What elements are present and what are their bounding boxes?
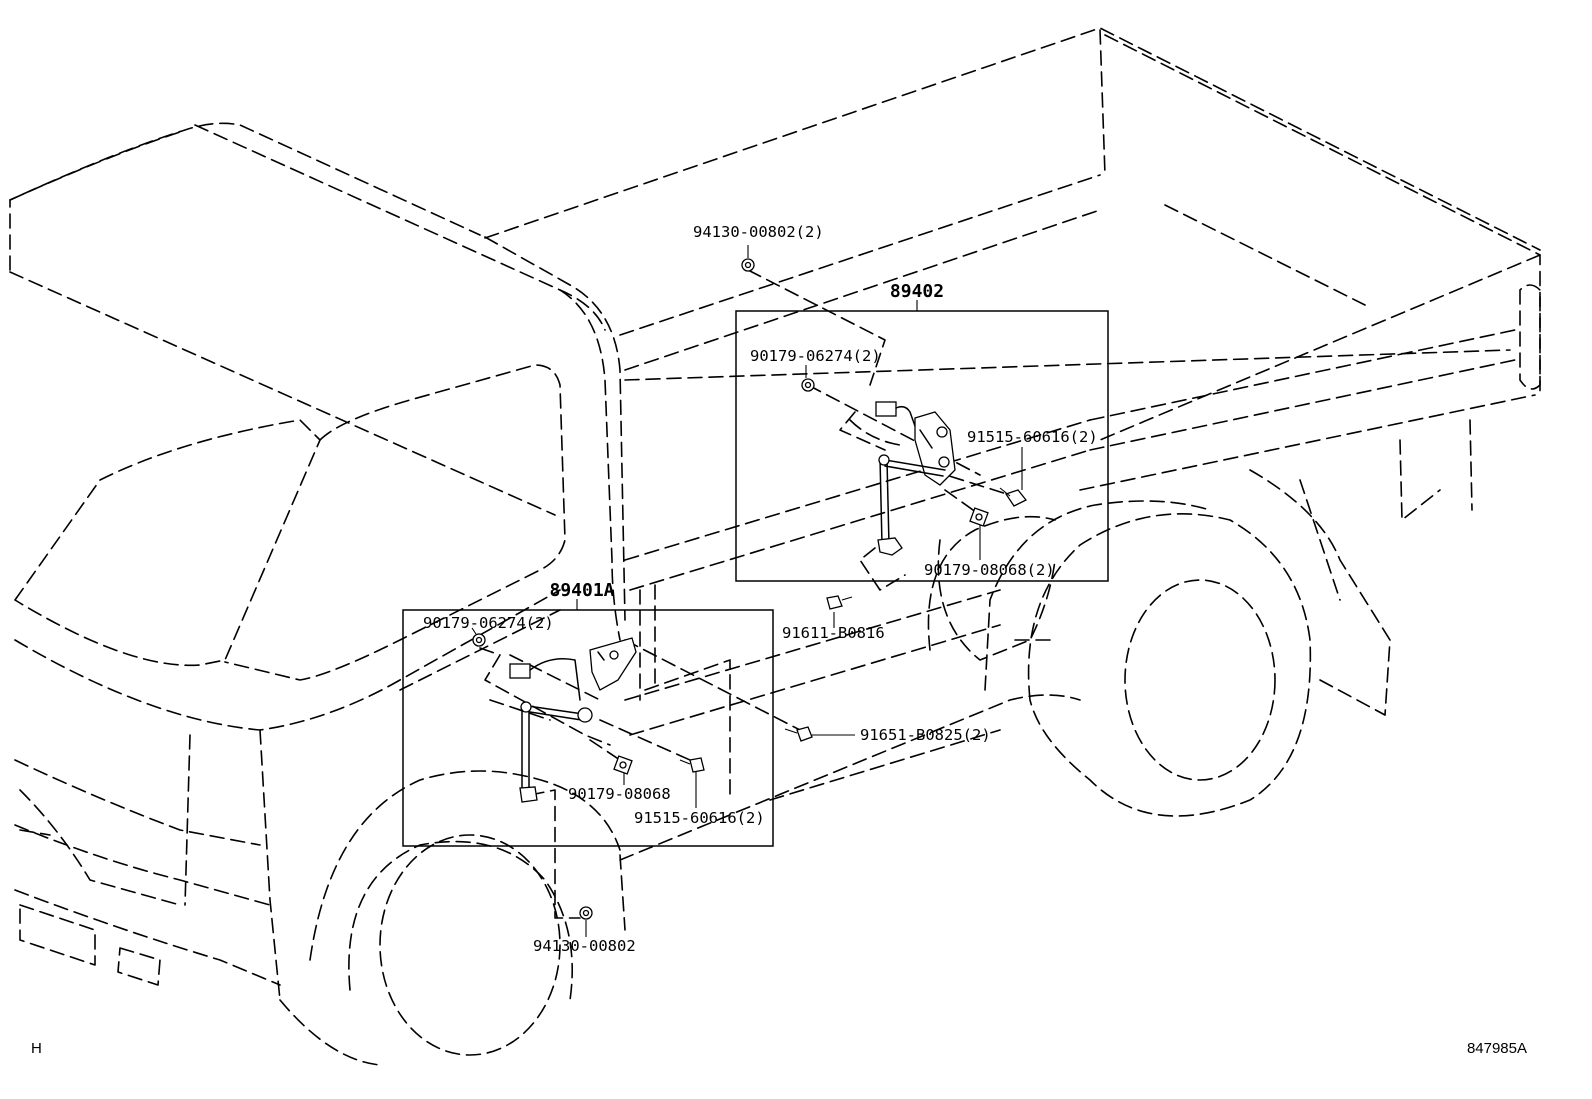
nut-icon xyxy=(579,906,593,937)
callout-94130-00802-rear: 94130-00802(2) xyxy=(693,223,824,241)
truck-outline-icon xyxy=(9,27,1541,1066)
callout-90179-06274-rear: 90179-06274(2) xyxy=(750,347,881,365)
front-assembly-box: 89401A xyxy=(402,580,774,847)
callout-91651-B0825: 91651-B0825(2) xyxy=(860,726,991,744)
callout-91611-B0816: 91611-B0816 xyxy=(782,624,885,642)
rear-assembly-box: 89402 xyxy=(735,281,1109,582)
nut-icon xyxy=(969,507,989,560)
diagram-id: 847985A xyxy=(1467,1040,1527,1057)
clip-icon xyxy=(801,365,815,392)
bolt-icon xyxy=(679,757,705,808)
front-assembly-number: 89401A xyxy=(549,580,614,601)
bolt-icon xyxy=(784,726,855,742)
fasteners xyxy=(471,245,1028,937)
rear-assembly-number: 89402 xyxy=(890,281,944,302)
callout-91515-60616-front: 91515-60616(2) xyxy=(634,809,765,827)
height-control-sensor-icon xyxy=(747,269,1011,591)
nut-icon xyxy=(741,245,755,272)
bolt-icon xyxy=(999,447,1028,507)
callout-90179-06274-front: 90179-06274(2) xyxy=(423,614,554,632)
nut-icon xyxy=(613,755,633,785)
callout-90179-08068-front: 90179-08068 xyxy=(568,785,671,803)
callout-labels: 94130-00802(2) 90179-06274(2) 91515-6061… xyxy=(423,223,1098,955)
clip-icon xyxy=(471,627,486,647)
callout-90179-08068-rear: 90179-08068(2) xyxy=(924,561,1055,579)
corner-mark-left: H xyxy=(31,1040,42,1057)
bolt-icon xyxy=(826,595,853,628)
callout-91515-60616-rear: 91515-60616(2) xyxy=(967,428,1098,446)
front-height-control-sensor xyxy=(479,637,801,919)
callout-94130-00802-front: 94130-00802 xyxy=(533,937,636,955)
